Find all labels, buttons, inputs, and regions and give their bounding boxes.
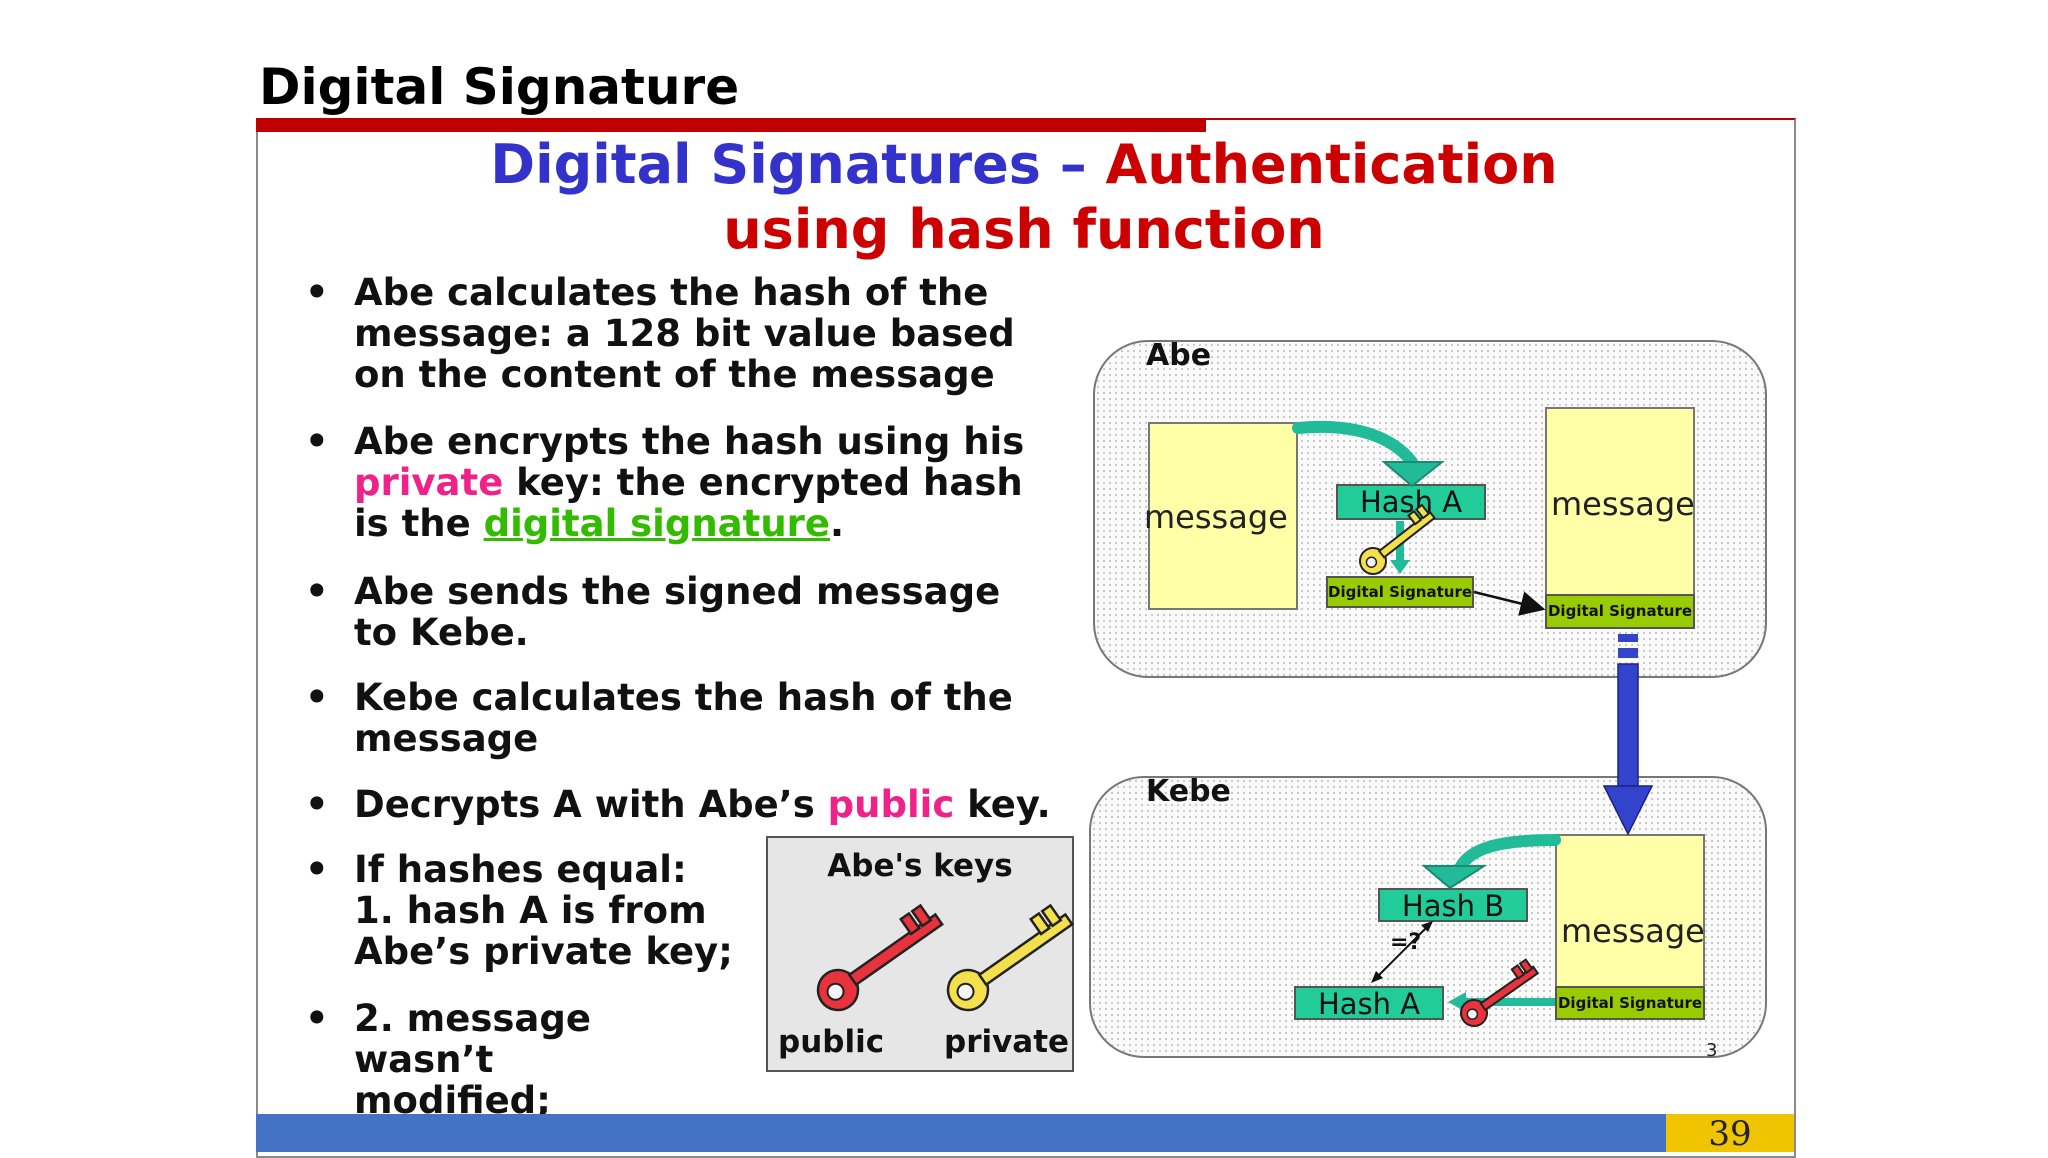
keys-box-title: Abe's keys: [827, 848, 1013, 884]
public-key-icon: [816, 903, 944, 1012]
highlight-private: private: [354, 461, 504, 504]
page-title: Digital Signature: [259, 58, 740, 116]
bullet-6: • If hashes equal: 1. hash A is from Abe…: [305, 848, 733, 979]
bullet-marker: •: [305, 783, 329, 826]
kebe-hash-a: Hash A: [1294, 986, 1444, 1020]
bullet-text: Abe encrypts the hash using his private …: [354, 421, 1054, 544]
abe-message-box: message: [1144, 422, 1298, 610]
bullet-text: Kebe calculates the hash of the message: [354, 676, 1013, 760]
bullet-marker: •: [305, 420, 329, 463]
bullet-text: If hashes equal: 1. hash A is from Abe’s…: [354, 849, 734, 972]
bullet-text-part-1: Decrypts A with Abe’s: [354, 783, 828, 826]
kebe-label: Kebe: [1146, 774, 1231, 809]
bullet-text-part-2: key.: [954, 783, 1051, 826]
bullet-1: • Abe calculates the hash of the message…: [305, 272, 1045, 402]
footer-page-number: 39: [1666, 1114, 1794, 1154]
title-underline-bar: [256, 118, 1206, 132]
kebe-public-key-icon: [1460, 958, 1540, 1027]
kebe-hash-b: Hash B: [1378, 888, 1528, 922]
bullet-3: • Abe sends the signed message to Kebe.: [305, 571, 1045, 661]
bullet-text: 2. message wasn’t modified;: [354, 998, 734, 1121]
kebe-hash-arrow: [1421, 834, 1561, 890]
bullet-marker: •: [305, 997, 329, 1040]
highlight-public: public: [827, 783, 955, 826]
abe-digital-signature: Digital Signature: [1326, 576, 1474, 608]
bullet-2: • Abe encrypts the hash using his privat…: [305, 421, 1045, 551]
send-arrow: [1602, 634, 1654, 836]
bullet-text-part-2: key: the encrypted hash is the: [354, 461, 1023, 545]
kebe-message-signature: Digital Signature: [1555, 986, 1705, 1020]
bullet-4: • Kebe calculates the hash of the messag…: [305, 677, 1045, 767]
slide-title-line-1: Digital Signatures – Authentication: [0, 133, 2048, 197]
slide-title-part-1: Digital Signatures –: [490, 133, 1106, 196]
bullet-line: If hashes equal:: [354, 848, 687, 891]
bullet-marker: •: [305, 848, 329, 891]
diagram-slide-number: 3: [1706, 1040, 1718, 1061]
bullet-7: • 2. message wasn’t modified;: [305, 997, 725, 1121]
bullet-line: 1. hash A is from: [354, 889, 707, 932]
slide-title-line-2: using hash function: [723, 198, 1325, 261]
hash-compare-label: =?: [1390, 930, 1422, 955]
bullet-line: 2. message wasn’t: [354, 997, 591, 1081]
abe-label: Abe: [1146, 338, 1212, 373]
public-key-label: public: [778, 1024, 885, 1060]
abes-keys-box: Abe's keys public private: [766, 836, 1074, 1072]
keys-illustration: [816, 903, 1074, 1012]
abe-message-text: message: [1144, 498, 1288, 536]
bullet-text: Decrypts A with Abe’s public key.: [354, 784, 1054, 825]
bullet-marker: •: [305, 676, 329, 719]
bullet-text: Abe sends the signed message to Kebe.: [354, 570, 1001, 654]
bullet-marker: •: [305, 570, 329, 613]
abe-private-key-icon: [1359, 503, 1436, 575]
private-key-label: private: [944, 1024, 1070, 1060]
bullet-text-part-3: .: [830, 502, 845, 545]
abe-message-signature: Digital Signature: [1545, 594, 1695, 629]
kebe-message-text: message: [1561, 912, 1705, 950]
abe-signed-message-box: message: [1545, 407, 1695, 629]
private-key-icon: [946, 903, 1074, 1012]
bullet-5: • Decrypts A with Abe’s public key.: [305, 783, 1051, 829]
abe-attach-signature-arrow: [1473, 590, 1546, 616]
footer-bar: [256, 1114, 1666, 1152]
abe-hash-arrow: [1292, 420, 1445, 488]
digital-signature-link[interactable]: digital signature: [483, 502, 831, 545]
compare-arrow: [1371, 921, 1433, 983]
bullet-marker: •: [305, 271, 329, 314]
bullet-text-part-1: Abe encrypts the hash using his: [354, 420, 1025, 463]
slide-title-part-2: Authentication: [1105, 133, 1558, 196]
bullet-line: Abe’s private key;: [354, 930, 733, 973]
bullet-text: Abe calculates the hash of the message: …: [354, 271, 1015, 396]
abe-signed-message-text: message: [1551, 485, 1695, 523]
